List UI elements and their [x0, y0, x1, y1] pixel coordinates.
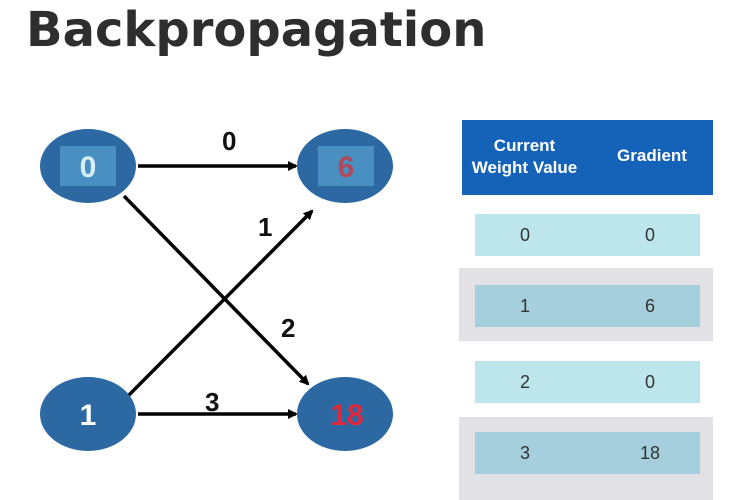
- header-line-1: Current: [493, 136, 556, 155]
- table-row-3: 3 18: [475, 432, 700, 474]
- edge-weight-label-2: 2: [281, 313, 295, 343]
- header-line-2: Weight Value: [471, 158, 578, 177]
- header-gradient: Gradient: [617, 146, 687, 165]
- edge-bottom-to-top: [122, 209, 314, 402]
- node-input-bottom: 1: [40, 377, 136, 451]
- node-value: 0: [80, 151, 97, 184]
- cell-gradient: 0: [644, 372, 655, 392]
- network-diagram: 0 1 2 3 0 6 1 18: [40, 126, 393, 451]
- node-value: 6: [338, 151, 355, 184]
- node-output-top: 6: [297, 129, 393, 203]
- cell-gradient: 18: [639, 443, 661, 463]
- page-title: Backpropagation: [26, 2, 487, 58]
- table-row-1: 1 6: [475, 285, 700, 327]
- edge-weight-label-1: 1: [258, 212, 272, 242]
- node-value: 18: [330, 399, 363, 432]
- node-value: 1: [80, 399, 97, 432]
- node-output-bottom: 18: [297, 377, 393, 451]
- cell-gradient: 0: [644, 225, 655, 245]
- table-row-0: 0 0: [475, 214, 700, 256]
- cell-weight: 0: [519, 225, 530, 245]
- node-highlight: [318, 146, 374, 186]
- table-row-2: 2 0: [475, 361, 700, 403]
- node-highlight: [60, 146, 116, 186]
- cell-weight: 2: [519, 372, 530, 392]
- edge-weight-label-0: 0: [222, 126, 236, 156]
- node-input-top: 0: [40, 129, 136, 203]
- header-current-weight-value: Current Weight Value: [462, 135, 587, 179]
- cell-weight: 1: [519, 296, 530, 316]
- edge-weight-label-3: 3: [205, 387, 219, 417]
- cell-gradient: 6: [644, 296, 655, 316]
- cell-weight: 3: [519, 443, 530, 463]
- edge-top-to-bottom: [122, 194, 310, 386]
- table-header: Current Weight Value Gradient: [462, 120, 713, 195]
